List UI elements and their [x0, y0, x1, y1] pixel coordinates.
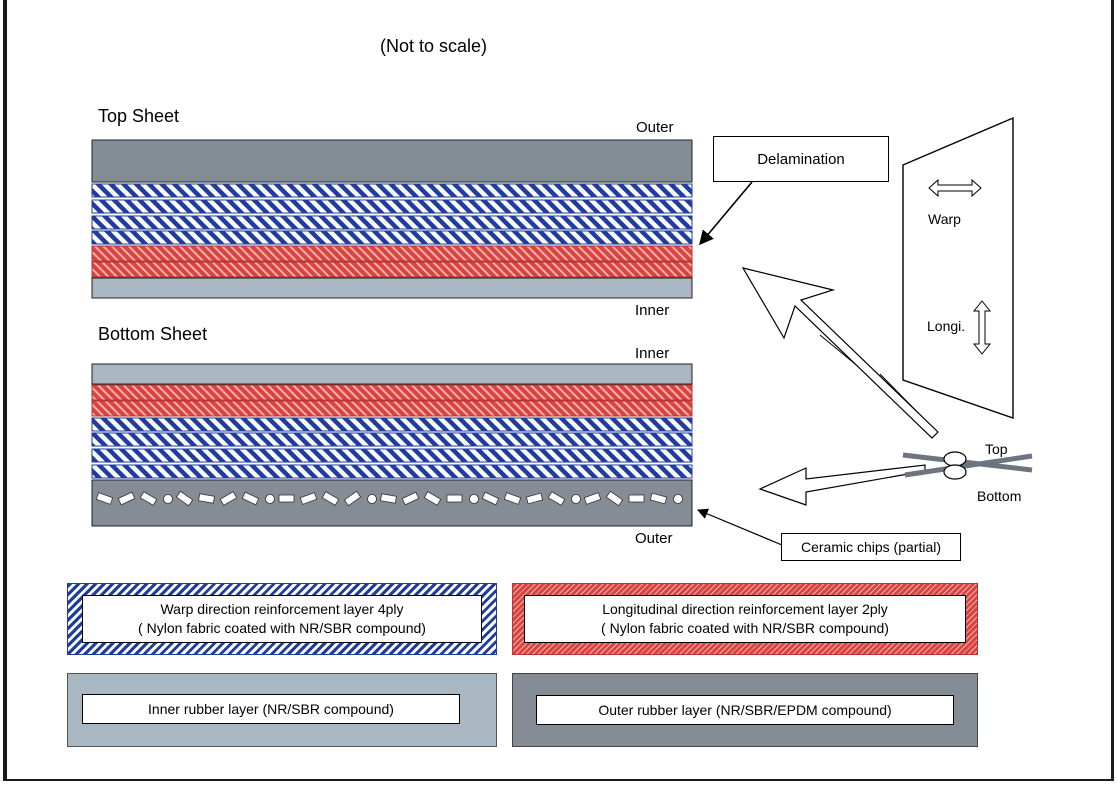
legend-warp-line1: Warp direction reinforcement layer 4ply [160, 601, 404, 617]
bottom-sheet [91, 363, 693, 527]
legend-warp-text: Warp direction reinforcement layer 4ply … [82, 595, 482, 643]
bottom-warp-ply-1 [91, 417, 693, 432]
view-arrow-up-icon [741, 267, 939, 439]
page-frame [3, 0, 1114, 781]
legend-inner: Inner rubber layer (NR/SBR compound) [67, 673, 497, 747]
warp-label: Warp [928, 211, 961, 227]
top-view-label: Top [985, 441, 1008, 457]
legend-warp: Warp direction reinforcement layer 4ply … [67, 583, 497, 655]
ceramic-chips [95, 490, 683, 507]
ceramic-chips-callout: Ceramic chips (partial) [781, 533, 961, 561]
legend-inner-text: Inner rubber layer (NR/SBR compound) [82, 694, 460, 724]
bottom-long-ply-2 [91, 400, 693, 417]
ceramic-chip [95, 492, 114, 505]
ceramic-chip [299, 492, 318, 505]
ceramic-chip [481, 491, 500, 506]
ceramic-chip [198, 493, 215, 504]
top-sheet [91, 139, 693, 299]
top-warp-ply-2 [91, 199, 693, 214]
top-outer-rubber [91, 139, 693, 183]
clamp-icon [902, 451, 1033, 480]
ceramic-chip [503, 492, 522, 505]
bottom-view-label: Bottom [977, 488, 1022, 504]
bottom-warp-ply-2 [91, 432, 693, 447]
ceramic-chip [525, 492, 544, 505]
bottom-sheet-title: Bottom Sheet [98, 324, 208, 344]
legend-long-line1: Longitudinal direction reinforcement lay… [602, 601, 888, 617]
legend-outer-text: Outer rubber layer (NR/SBR/EPDM compound… [536, 695, 954, 725]
ceramic-chip [367, 494, 377, 504]
ceramic-chip [380, 493, 397, 504]
ceramic-chip [446, 494, 463, 503]
bottom-outer-rubber [91, 479, 693, 527]
top-outer-label: Outer [636, 119, 674, 136]
legend-warp-line2: ( Nylon fabric coated with NR/SBR compou… [138, 620, 426, 636]
ceramic-chip [163, 494, 173, 504]
delamination-arrow [699, 181, 753, 246]
not-to-scale-note: (Not to scale) [380, 36, 488, 56]
ceramic-chip [628, 494, 645, 503]
ceramic-chip [321, 491, 340, 506]
ceramic-chip [241, 491, 260, 506]
bottom-long-ply-1 [91, 384, 693, 401]
ceramic-chip [219, 491, 238, 506]
ceramic-chip [649, 492, 668, 505]
bottom-warp-ply-3 [91, 448, 693, 463]
legend-long-line2: ( Nylon fabric coated with NR/SBR compou… [601, 620, 889, 636]
top-warp-ply-4 [91, 230, 693, 245]
ceramic-chip [605, 490, 624, 507]
ceramic-chip [469, 494, 479, 504]
longi-label: Longi. [927, 318, 966, 334]
ceramic-chip [571, 494, 581, 504]
top-sheet-title: Top Sheet [98, 106, 180, 126]
ceramic-chip [265, 494, 275, 504]
view-arrow-left-icon [758, 464, 926, 506]
bottom-warp-ply-4 [91, 464, 693, 479]
bottom-outer-label: Outer [635, 530, 673, 547]
top-inner-label: Inner [635, 302, 670, 319]
orientation-panel [902, 116, 1014, 419]
ceramic-chip [117, 491, 136, 506]
ceramic-chip [423, 491, 442, 506]
top-inner-rubber [91, 277, 693, 299]
top-warp-ply-1 [91, 183, 693, 198]
legend-longitudinal: Longitudinal direction reinforcement lay… [512, 583, 978, 655]
ceramic-chip [139, 491, 158, 506]
top-long-ply-1 [91, 245, 693, 262]
ceramic-chip [547, 491, 566, 506]
delamination-callout: Delamination [713, 136, 889, 182]
ceramic-chip [583, 492, 602, 505]
legend-outer: Outer rubber layer (NR/SBR/EPDM compound… [512, 673, 978, 747]
legend-long-text: Longitudinal direction reinforcement lay… [524, 595, 966, 643]
warp-arrow-icon [928, 178, 982, 198]
top-warp-ply-3 [91, 215, 693, 230]
ceramic-chip [401, 491, 420, 506]
ceramic-chip [673, 494, 683, 504]
top-long-ply-2 [91, 261, 693, 278]
bottom-inner-label: Inner [635, 345, 670, 362]
ceramic-chip [175, 490, 194, 507]
longi-arrow-icon [972, 300, 992, 355]
ceramic-chips-arrow [697, 508, 783, 546]
ceramic-chip [343, 490, 362, 507]
bottom-inner-rubber [91, 363, 693, 385]
ceramic-chip [278, 494, 295, 503]
